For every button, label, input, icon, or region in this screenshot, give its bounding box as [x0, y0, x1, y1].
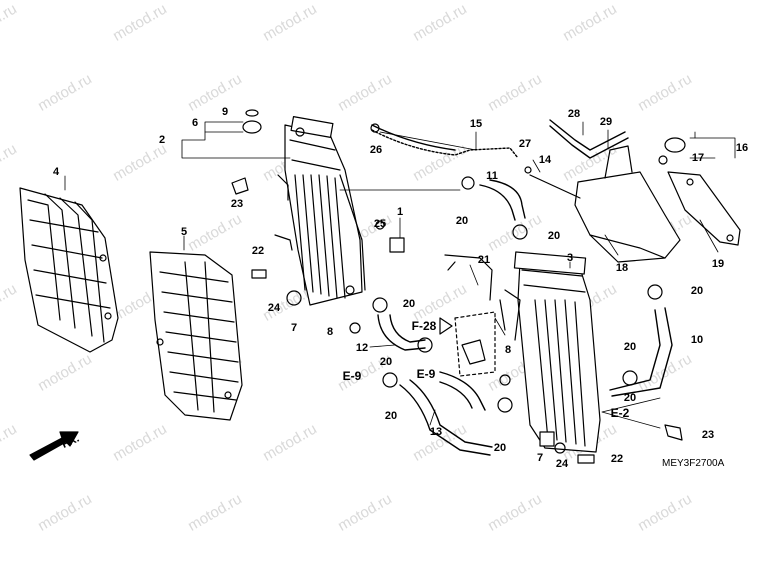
callout-29: 29: [599, 116, 613, 128]
callout-23-left: 23: [230, 198, 244, 210]
left-radiator: [274, 116, 366, 306]
callout-21: 21: [477, 254, 491, 266]
ref-e-9-left: E-9: [342, 369, 362, 383]
callout-20-b: 20: [547, 230, 561, 242]
callout-10: 10: [690, 334, 704, 346]
callout-8-right: 8: [504, 344, 512, 356]
front-arrow-icon: [29, 431, 79, 461]
ref-f-28: F-28: [411, 319, 437, 333]
callout-26: 26: [369, 144, 383, 156]
callout-20-e: 20: [623, 341, 637, 353]
callout-14: 14: [538, 154, 552, 166]
diagram-code: MEY3F2700A: [662, 458, 725, 469]
callout-20-c: 20: [402, 298, 416, 310]
callout-4: 4: [52, 166, 60, 178]
callout-3: 3: [566, 252, 574, 264]
callout-27: 27: [518, 138, 532, 150]
callout-11: 11: [486, 170, 498, 182]
leader-lines: [64, 121, 736, 429]
callout-20-g: 20: [384, 410, 398, 422]
callout-12: 12: [355, 342, 369, 354]
callout-20-i: 20: [623, 392, 637, 404]
callout-9: 9: [221, 106, 229, 118]
callout-22-left: 22: [251, 245, 265, 257]
small-parts: [231, 109, 686, 464]
callout-19: 19: [711, 258, 725, 270]
callout-24-right: 24: [555, 458, 569, 470]
callout-20-f: 20: [379, 356, 393, 368]
callout-20-h: 20: [493, 442, 507, 454]
callout-28: 28: [567, 108, 581, 120]
callout-18: 18: [615, 262, 629, 274]
ref-e-2: E-2: [610, 406, 630, 420]
callout-1: 1: [396, 206, 404, 218]
callout-2: 2: [158, 134, 166, 146]
left-radiator-guard: [19, 187, 119, 353]
callout-7-left: 7: [290, 322, 298, 334]
reserve-tank-bracket: [667, 171, 741, 246]
callout-17: 17: [691, 152, 705, 164]
callout-15: 15: [469, 118, 483, 130]
callout-16: 16: [735, 142, 749, 154]
callout-7-right: 7: [536, 452, 544, 464]
callout-13: 13: [429, 426, 443, 438]
callout-25: 25: [373, 218, 387, 230]
hoses: [371, 119, 673, 456]
f28-inset: [439, 311, 496, 377]
callout-23-right: 23: [701, 429, 715, 441]
ref-e-9-right: E-9: [416, 367, 436, 381]
callout-20-d: 20: [690, 285, 704, 297]
callout-22-right: 22: [610, 453, 624, 465]
callout-5: 5: [180, 226, 188, 238]
callout-8-left: 8: [326, 326, 334, 338]
callout-6: 6: [191, 117, 199, 129]
callout-24-left: 24: [267, 302, 281, 314]
reserve-tank: [574, 145, 681, 263]
callout-20-a: 20: [455, 215, 469, 227]
right-radiator: [499, 251, 601, 453]
right-radiator-louver: [149, 251, 243, 421]
